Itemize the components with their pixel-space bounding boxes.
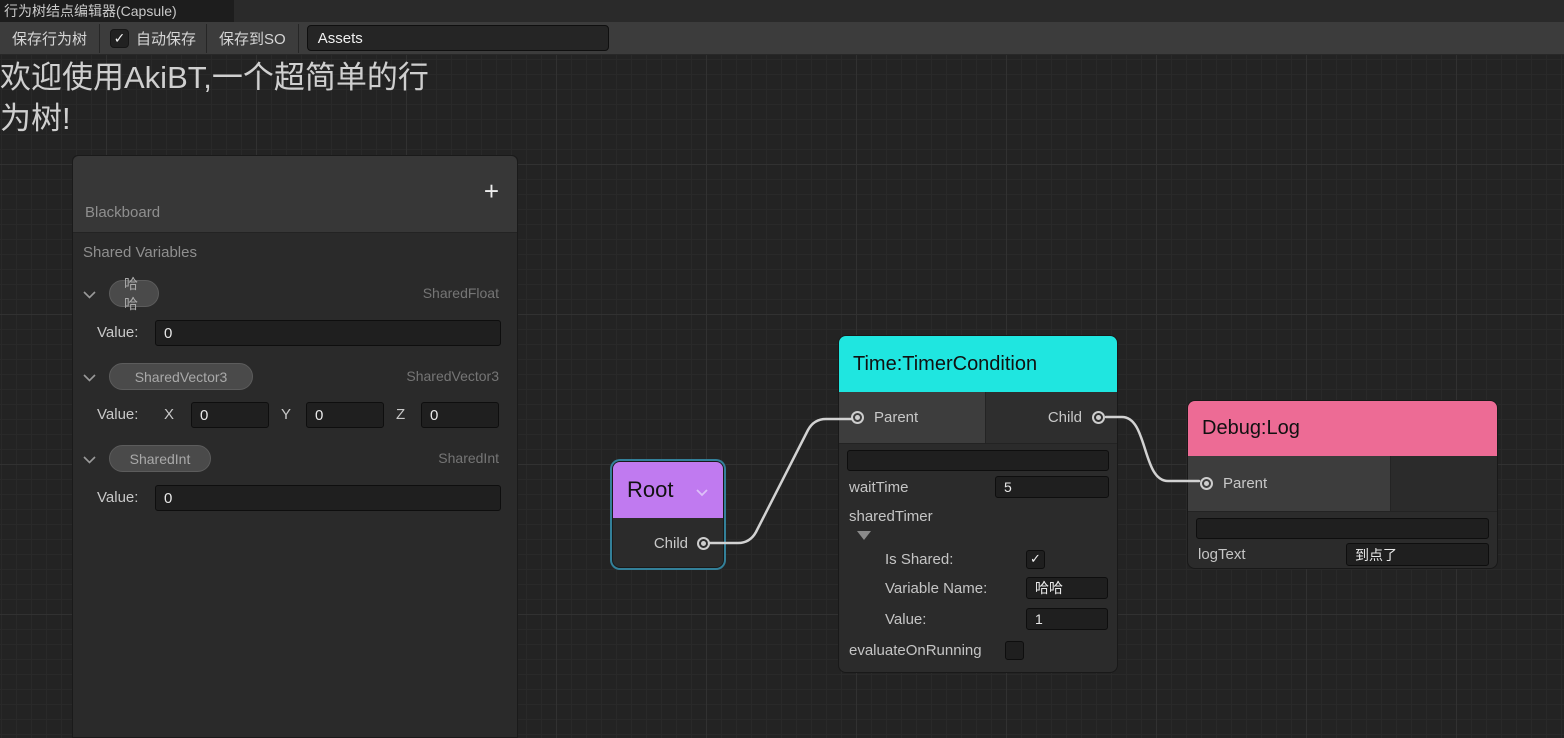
variable-name-row: Variable Name: 哈哈 (839, 576, 1109, 600)
timer-node-header[interactable]: Time:TimerCondition (839, 336, 1117, 392)
log-text-row: logText 到点了 (1198, 543, 1489, 566)
is-shared-label: Is Shared: (885, 550, 954, 568)
save-tree-button[interactable]: 保存行为树 (12, 30, 88, 48)
tab-title: 行为树结点编辑器(Capsule) (4, 3, 177, 19)
toolbar-separator (297, 23, 299, 53)
variable-type-label: SharedInt (438, 450, 499, 466)
wait-time-row: waitTime 5 (849, 475, 1109, 499)
blackboard-header[interactable]: Blackboard + (73, 156, 517, 233)
y-value-input[interactable]: 0 (306, 402, 384, 428)
evaluate-on-running-label: evaluateOnRunning (849, 641, 982, 659)
chevron-down-icon[interactable] (695, 477, 709, 503)
y-axis-label: Y (281, 406, 292, 423)
variable-name-input[interactable]: 哈哈 (1026, 577, 1108, 599)
autosave-checkbox[interactable]: ✓ (110, 28, 130, 48)
autosave-label: 自动保存 (136, 30, 197, 48)
chevron-down-icon[interactable] (82, 370, 97, 388)
tab-behavior-tree-editor[interactable]: 行为树结点编辑器(Capsule) (0, 0, 234, 22)
z-value-input[interactable]: 0 (421, 402, 499, 428)
chevron-down-icon[interactable] (82, 452, 97, 470)
toolbar-separator (206, 23, 208, 53)
toolbar-separator (99, 23, 101, 53)
wait-time-input[interactable]: 5 (995, 476, 1109, 498)
float-value-input[interactable]: 0 (155, 320, 501, 346)
parent-port-label: Parent (1223, 475, 1268, 492)
child-port-label: Child (1047, 409, 1082, 426)
timer-value-label: Value: (885, 610, 927, 628)
chevron-down-icon[interactable] (82, 287, 97, 305)
description-input[interactable] (847, 450, 1109, 471)
parent-port[interactable] (1200, 477, 1213, 490)
save-to-so-button[interactable]: 保存到SO (219, 30, 286, 48)
save-path-input[interactable]: Assets (306, 25, 609, 51)
variable-row: 哈哈 SharedFloat (73, 276, 519, 312)
blackboard-title: Blackboard (85, 204, 161, 221)
x-axis-label: X (164, 406, 175, 423)
root-node-header[interactable]: Root (613, 462, 723, 518)
node-timer-condition[interactable]: Time:TimerCondition Parent Child waitTim… (838, 335, 1118, 673)
value-label: Value: (97, 489, 139, 506)
edge-root-to-timer (707, 417, 854, 545)
variable-pill[interactable]: SharedVector3 (109, 363, 253, 390)
autosave-toggle[interactable]: ✓ 自动保存 (100, 22, 206, 55)
debug-node-title: Debug:Log (1202, 417, 1300, 439)
blackboard-panel[interactable]: Blackboard + Shared Variables 哈哈 SharedF… (72, 155, 518, 738)
value-label: Value: (97, 406, 139, 423)
variable-row: SharedInt SharedInt (73, 443, 519, 475)
debug-port-row: Parent (1188, 456, 1497, 512)
toolbar: 保存行为树 ✓ 自动保存 保存到SO Assets (0, 22, 1564, 55)
tab-bar: 行为树结点编辑器(Capsule) (0, 0, 1564, 22)
variable-name-label: Variable Name: (885, 579, 988, 597)
port-row-filler (1391, 456, 1497, 511)
foldout-triangle-icon[interactable] (857, 531, 871, 540)
child-port[interactable] (697, 536, 710, 550)
int-value-input[interactable]: 0 (155, 485, 501, 511)
variable-value-row: Value: X 0 Y 0 Z 0 (73, 402, 519, 428)
variable-pill[interactable]: 哈哈 (109, 276, 159, 312)
is-shared-row: Is Shared: ✓ (839, 548, 1109, 570)
add-variable-button[interactable]: + (483, 176, 499, 206)
parent-port[interactable] (851, 411, 864, 424)
variable-pill[interactable]: SharedInt (109, 445, 211, 472)
evaluate-on-running-checkbox[interactable] (1005, 640, 1024, 660)
parent-port-label: Parent (874, 409, 919, 426)
node-debug-log[interactable]: Debug:Log Parent logText 到点了 (1187, 400, 1498, 569)
shared-variables-section-title: Shared Variables (83, 244, 197, 261)
wait-time-label: waitTime (849, 478, 909, 496)
variable-value-row: Value: 0 (73, 320, 519, 346)
is-shared-checkbox[interactable]: ✓ (1026, 549, 1045, 569)
node-root[interactable]: Root Child (612, 461, 724, 568)
log-text-label: logText (1198, 546, 1246, 563)
log-text-input[interactable]: 到点了 (1346, 543, 1489, 566)
child-port-label: Child (653, 534, 688, 552)
x-value-input[interactable]: 0 (191, 402, 269, 428)
timer-value-row: Value: 1 (839, 607, 1109, 631)
description-input[interactable] (1196, 518, 1489, 539)
variable-row: SharedVector3 SharedVector3 (73, 361, 519, 393)
child-port[interactable] (1092, 411, 1105, 424)
timer-port-row: Parent Child (839, 392, 1117, 444)
welcome-text: 欢迎使用AkiBT,一个超简单的行为树! (0, 60, 429, 136)
child-port-section: Child (986, 392, 1117, 443)
debug-node-header[interactable]: Debug:Log (1188, 401, 1497, 456)
shared-timer-label: sharedTimer (849, 507, 933, 525)
variable-value-row: Value: 0 (73, 485, 519, 511)
root-node-title: Root (627, 477, 674, 502)
z-axis-label: Z (396, 406, 406, 423)
root-child-port-row: Child (613, 518, 723, 567)
variable-type-label: SharedVector3 (406, 368, 499, 384)
timer-node-title: Time:TimerCondition (853, 352, 1038, 375)
timer-value-input[interactable]: 1 (1026, 608, 1108, 630)
parent-port-section: Parent (1188, 456, 1391, 511)
evaluate-on-running-row: evaluateOnRunning (849, 639, 1109, 661)
edge-timer-to-debug (1104, 415, 1201, 483)
parent-port-section: Parent (839, 392, 986, 443)
graph-canvas[interactable]: 欢迎使用AkiBT,一个超简单的行为树! Blackboard + Shared… (0, 55, 1564, 738)
variable-type-label: SharedFloat (422, 285, 499, 301)
value-label: Value: (97, 324, 139, 341)
shared-timer-row: sharedTimer (849, 507, 1109, 525)
